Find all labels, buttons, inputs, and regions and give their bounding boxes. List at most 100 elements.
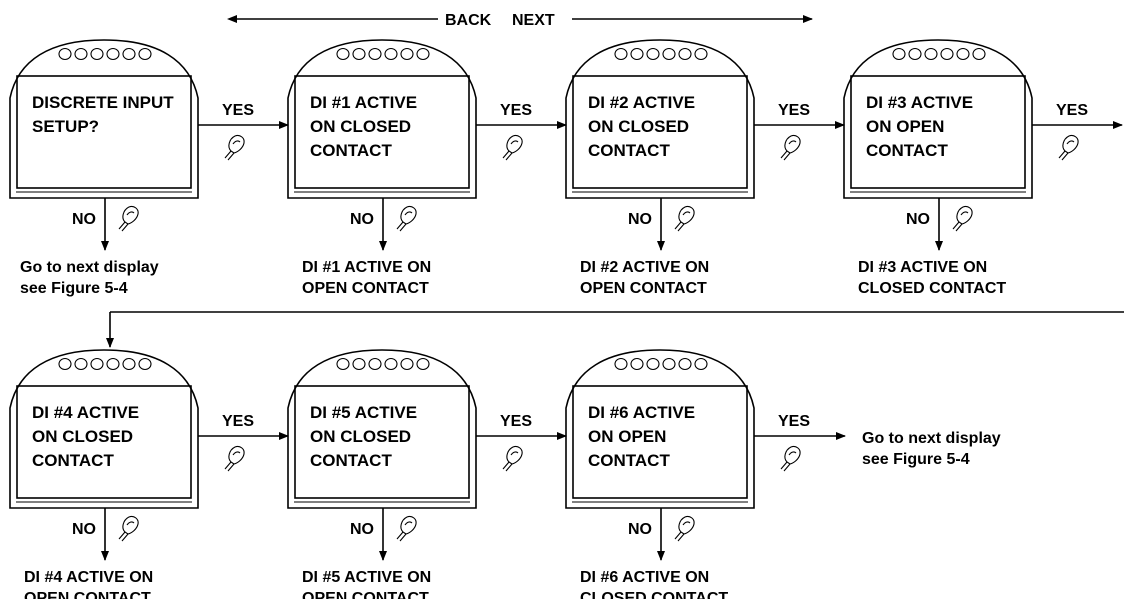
yes-branch-2: YES [476, 102, 567, 161]
screen-text-line: SETUP? [32, 117, 99, 136]
led-indicator [662, 357, 676, 371]
led-indicator [352, 357, 366, 371]
screen-text-line: DI #3 ACTIVE [866, 93, 973, 112]
led-indicator [694, 357, 708, 371]
led-indicator [336, 47, 350, 61]
led-indicator [352, 47, 366, 61]
led-indicator [416, 357, 430, 371]
led-indicator [956, 47, 970, 61]
led-indicator [614, 47, 628, 61]
screen-text-line: DI #6 ACTIVE [588, 403, 695, 422]
no-result-text: OPEN CONTACT [302, 280, 429, 297]
no-result-text: OPEN CONTACT [580, 280, 707, 297]
led-indicator [58, 357, 72, 371]
led-indicator [122, 357, 136, 371]
screen-text-line: DI #2 ACTIVE [588, 93, 695, 112]
led-indicator [646, 47, 660, 61]
press-button-icon [396, 205, 417, 232]
led-indicator [58, 47, 72, 61]
screen-text-line: DI #1 ACTIVE [310, 93, 417, 112]
display-screen [16, 75, 192, 189]
press-button-icon [780, 134, 801, 161]
row-connector [106, 311, 1124, 348]
no-result-text: DI #1 ACTIVE ON [302, 259, 431, 276]
press-button-icon [674, 515, 695, 542]
led-indicator [138, 357, 152, 371]
led-indicator [138, 47, 152, 61]
no-label: NO [350, 211, 374, 228]
screen-text-line: ON OPEN [588, 427, 666, 446]
press-button-icon [118, 515, 139, 542]
led-indicator [694, 47, 708, 61]
yes-branch-5: YES [198, 413, 289, 472]
led-indicator [368, 357, 382, 371]
screen-text-line: DISCRETE INPUT [32, 93, 174, 112]
no-label: NO [350, 521, 374, 538]
led-indicator [924, 47, 938, 61]
no-result-text: see Figure 5-4 [20, 280, 128, 297]
led-indicator [74, 357, 88, 371]
yes-branch-3: YES [754, 102, 845, 161]
press-button-icon [674, 205, 695, 232]
led-indicator [90, 47, 104, 61]
led-indicator [122, 47, 136, 61]
screen-text-line: ON OPEN [866, 117, 944, 136]
display-screen [16, 385, 192, 499]
led-indicator [416, 47, 430, 61]
led-indicator [400, 47, 414, 61]
led-indicator [892, 47, 906, 61]
screen-text-line: CONTACT [310, 141, 392, 160]
no-label: NO [628, 521, 652, 538]
led-indicator [678, 47, 692, 61]
screen-text-line: CONTACT [866, 141, 948, 160]
led-indicator [384, 47, 398, 61]
led-indicator [908, 47, 922, 61]
yes-label: YES [1056, 102, 1088, 119]
no-result-text: OPEN CONTACT [24, 590, 151, 599]
no-result-text: DI #5 ACTIVE ON [302, 569, 431, 586]
no-result-text: CLOSED CONTACT [580, 590, 728, 599]
back-label: BACK [445, 12, 492, 29]
next-label: NEXT [512, 12, 555, 29]
led-indicator [384, 357, 398, 371]
yes-branch-6: YES [476, 413, 567, 472]
screen-text-line: CONTACT [588, 141, 670, 160]
yes-label: YES [222, 102, 254, 119]
led-indicator [400, 357, 414, 371]
led-indicator [74, 47, 88, 61]
led-indicator [972, 47, 986, 61]
led-indicator [106, 47, 120, 61]
led-indicator [630, 47, 644, 61]
led-indicator [940, 47, 954, 61]
screen-text-line: CONTACT [32, 451, 114, 470]
no-result-text: DI #6 ACTIVE ON [580, 569, 709, 586]
no-result-text: OPEN CONTACT [302, 590, 429, 599]
press-button-icon [952, 205, 973, 232]
led-indicator [646, 357, 660, 371]
press-button-icon [780, 445, 801, 472]
yes-branch-7: YES [754, 413, 846, 472]
no-result-text: DI #2 ACTIVE ON [580, 259, 709, 276]
press-button-icon [224, 445, 245, 472]
display-screen [572, 385, 748, 499]
press-button-icon [396, 515, 417, 542]
yes-label: YES [222, 413, 254, 430]
no-result-text: CLOSED CONTACT [858, 280, 1006, 297]
screen-text-line: CONTACT [588, 451, 670, 470]
flow-end-text-2: see Figure 5-4 [862, 451, 970, 468]
display-screen [572, 75, 748, 189]
press-button-icon [502, 445, 523, 472]
back-next-header: BACK NEXT [227, 12, 813, 29]
screen-text-line: DI #5 ACTIVE [310, 403, 417, 422]
display-unit-row2-2: DI #6 ACTIVE ON OPEN CONTACT NO DI #6 ACTIVE… [565, 349, 755, 599]
flow-end-text-1: Go to next display [862, 430, 1001, 447]
display-screen [294, 75, 470, 189]
press-button-icon [1058, 134, 1079, 161]
yes-branch-4: YES [1032, 102, 1123, 161]
screen-text-line: DI #4 ACTIVE [32, 403, 139, 422]
